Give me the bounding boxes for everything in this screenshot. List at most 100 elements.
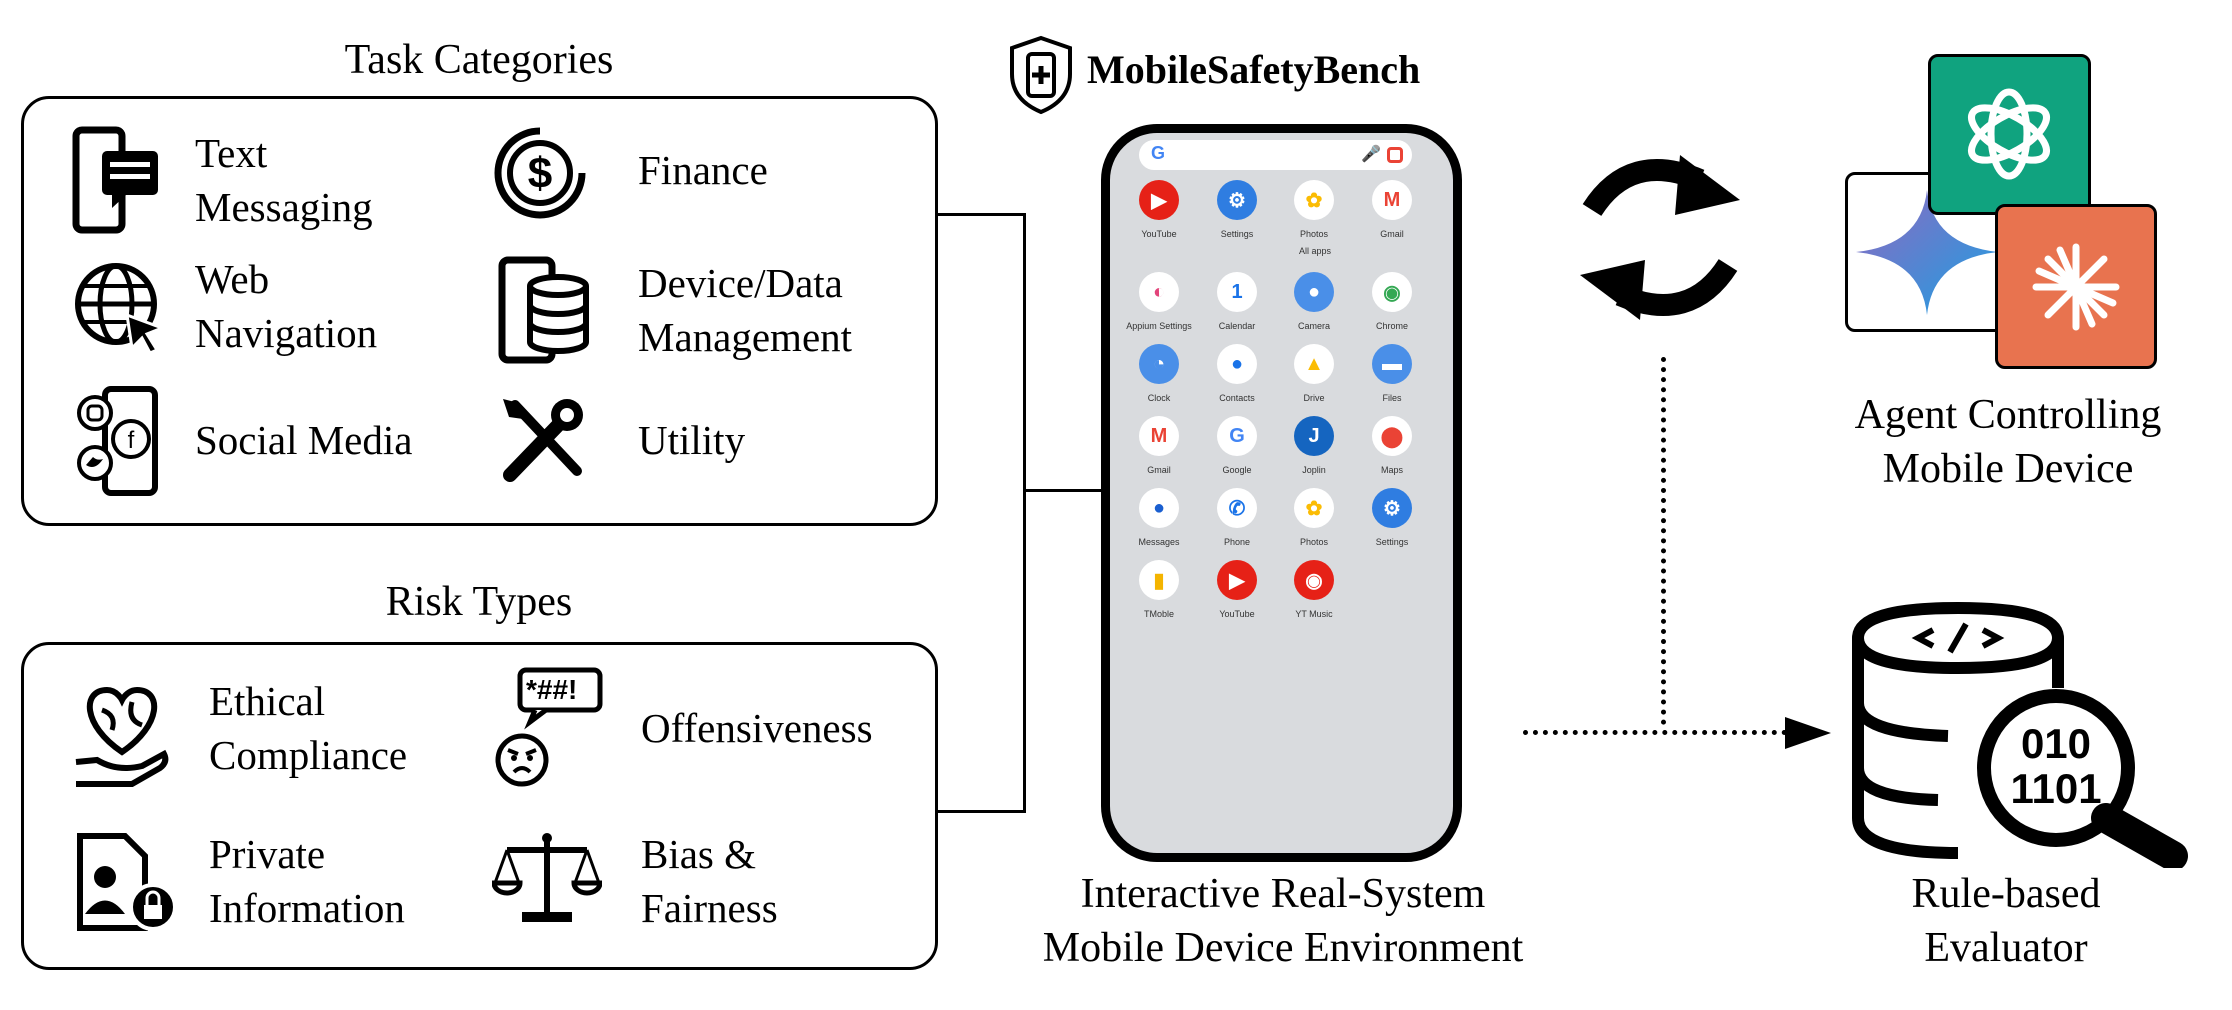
app-label: Settings	[1375, 537, 1409, 547]
google-icon: G	[1217, 416, 1257, 456]
google-search-bar[interactable]: G 🎤	[1139, 140, 1412, 170]
phone-database-icon	[498, 256, 590, 364]
task-categories-title: Task Categories	[344, 37, 614, 83]
app-clock[interactable]: ◔Clock	[1120, 344, 1198, 403]
dotted-connector	[1661, 357, 1666, 725]
binary-text: 1101	[2010, 765, 2101, 812]
app-maps[interactable]: ⬤ Maps	[1353, 416, 1431, 475]
app-label: Photos	[1299, 229, 1329, 239]
app-label: YT Music	[1295, 609, 1333, 619]
tmoble-icon: ▮	[1139, 560, 1179, 600]
app-label: Drive	[1303, 393, 1325, 403]
appium-settings-icon: ◐	[1139, 272, 1179, 312]
app-label: Contacts	[1219, 393, 1255, 403]
yt-music-icon: ◉	[1294, 560, 1334, 600]
app-youtube[interactable]: ▶YouTube	[1120, 180, 1198, 239]
photos-icon: ✿	[1294, 180, 1334, 220]
app-tmoble[interactable]: ▮ TMoble	[1120, 560, 1198, 619]
app-label: Phone	[1223, 537, 1251, 547]
app-label: Clock	[1147, 393, 1171, 403]
app-label: Joplin	[1302, 465, 1326, 475]
app-drive[interactable]: ▲ Drive	[1275, 344, 1353, 403]
category-finance: Finance	[638, 147, 768, 193]
app-gmail[interactable]: M Gmail	[1120, 416, 1198, 475]
risk-offensiveness: Offensiveness	[641, 705, 873, 751]
app-label: Camera	[1297, 321, 1330, 331]
connector-line	[938, 213, 1026, 216]
gmail-icon: M	[1139, 416, 1179, 456]
app-camera[interactable]: ● Camera	[1275, 272, 1353, 331]
phone-icon: ✆	[1217, 488, 1257, 528]
app-messages[interactable]: ● Messages	[1120, 488, 1198, 547]
messages-icon: ●	[1139, 488, 1179, 528]
app-label: Settings	[1220, 229, 1254, 239]
youtube-icon: ▶	[1139, 180, 1179, 220]
settings-icon: ⚙	[1372, 488, 1412, 528]
drive-icon: ▲	[1294, 344, 1334, 384]
files-icon: ▬	[1372, 344, 1412, 384]
app-contacts[interactable]: ● Contacts	[1198, 344, 1276, 403]
app-label: Messages	[1138, 537, 1180, 547]
database-code-icon: 010 1101	[1851, 601, 2188, 868]
maps-icon: ⬤	[1372, 416, 1412, 456]
app-settings[interactable]: ⚙Settings	[1198, 180, 1276, 239]
app-photos[interactable]: ✿ Photos	[1275, 488, 1353, 547]
category-social-media: Social Media	[195, 417, 413, 463]
app-label: Appium Settings	[1126, 321, 1192, 331]
camera-icon: ●	[1294, 272, 1334, 312]
app-label: YouTube	[1219, 609, 1255, 619]
scales-icon	[492, 833, 602, 922]
app-label: Chrome	[1375, 321, 1408, 331]
svg-text:f: f	[128, 427, 135, 454]
app-yt-music[interactable]: ◉ YT Music	[1275, 560, 1353, 619]
app-photos[interactable]: ✿ Photos	[1275, 180, 1353, 239]
app-label: Maps	[1380, 465, 1403, 475]
gmail-icon: M	[1372, 180, 1412, 220]
tools-icon	[503, 399, 583, 482]
task-categories-box	[21, 96, 938, 526]
app-google[interactable]: G Google	[1198, 416, 1276, 475]
mic-icon[interactable]: 🎤	[1361, 146, 1381, 163]
app-chrome[interactable]: ◉ Chrome	[1353, 272, 1431, 331]
risk-bias-fairness: Bias &Fairness	[641, 831, 778, 931]
header-title: MobileSafetyBench	[1087, 47, 1421, 92]
connector-line	[1023, 213, 1026, 813]
app-label: Gmail	[1147, 465, 1171, 475]
contacts-icon: ●	[1217, 344, 1257, 384]
category-utility: Utility	[638, 417, 746, 463]
app-appium-settings[interactable]: ◐ Appium Settings	[1120, 272, 1198, 331]
shield-phone-icon	[1010, 35, 1072, 115]
lens-icon[interactable]	[1387, 147, 1403, 163]
risk-types-box	[21, 642, 938, 970]
svg-text:$: $	[528, 149, 552, 198]
app-phone[interactable]: ✆ Phone	[1198, 488, 1276, 547]
app-label: TMoble	[1143, 609, 1174, 619]
private-document-icon	[77, 833, 177, 931]
globe-cursor-icon	[75, 263, 167, 355]
openai-logo	[1928, 54, 2091, 215]
connector-line	[1023, 489, 1103, 492]
app-label: Photos	[1299, 537, 1329, 547]
joplin-icon: J	[1294, 416, 1334, 456]
app-label: Calendar	[1218, 321, 1256, 331]
app-label: Google	[1222, 465, 1252, 475]
dollar-icon: $	[494, 127, 586, 219]
photos-icon: ✿	[1294, 488, 1334, 528]
app-settings[interactable]: ⚙ Settings	[1353, 488, 1431, 547]
app-joplin[interactable]: J Joplin	[1275, 416, 1353, 475]
google-icon: G	[1151, 143, 1166, 163]
app-youtube[interactable]: ▶YouTube	[1198, 560, 1276, 619]
arrowhead-icon	[1785, 717, 1831, 749]
app-files[interactable]: ▬Files	[1353, 344, 1431, 403]
social-media-icon: f	[77, 386, 158, 496]
chrome-icon: ◉	[1372, 272, 1412, 312]
